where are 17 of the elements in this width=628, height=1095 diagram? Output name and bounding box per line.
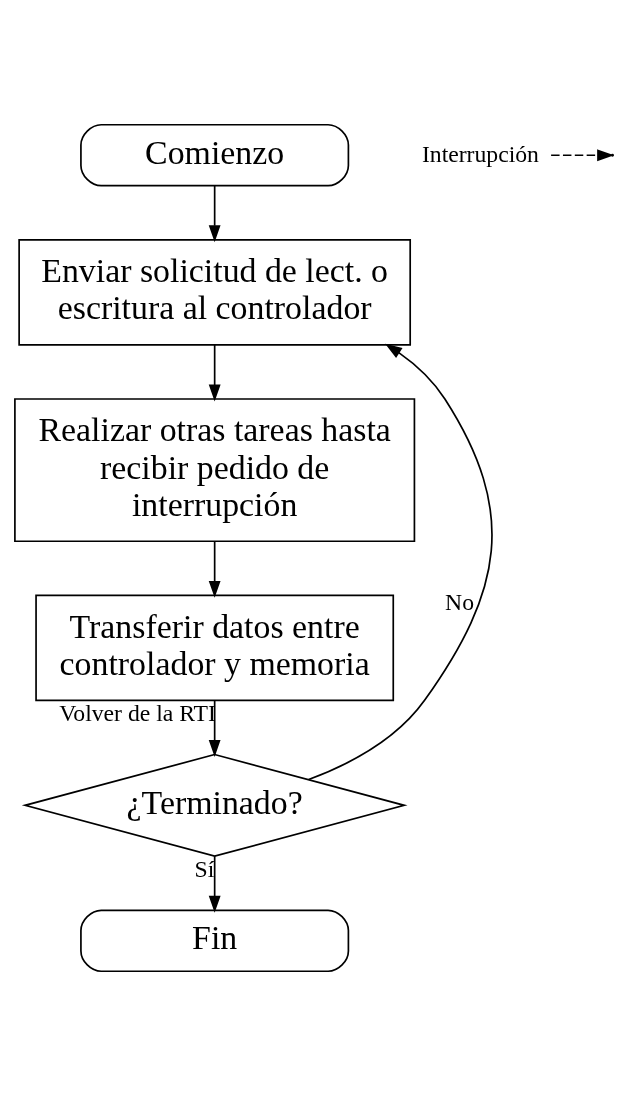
- edge-label: Volver de la RTI: [59, 699, 216, 726]
- node-box: Fin: [80, 908, 350, 972]
- node-box: Enviar solicitud de lect. o escritura al controlador: [18, 238, 412, 346]
- arrow: [208, 184, 221, 242]
- arrow: [208, 699, 221, 757]
- edge-label: No: [445, 588, 475, 615]
- node-box: Realizar otras tareas hasta recibir pedido de interrupción: [14, 397, 416, 542]
- arrow: [208, 539, 221, 598]
- arrow: [208, 343, 221, 402]
- arrow: [307, 343, 493, 780]
- node-box: Comienzo: [80, 123, 350, 187]
- arrow: [208, 854, 221, 913]
- arrow: [550, 148, 615, 161]
- node-box: Transferir datos entre controlador y memoria: [35, 594, 395, 701]
- edge-label: Sí: [194, 855, 215, 882]
- node-diamond: ¿Terminado?: [21, 753, 408, 857]
- node-text: Interrupción: [421, 140, 539, 167]
